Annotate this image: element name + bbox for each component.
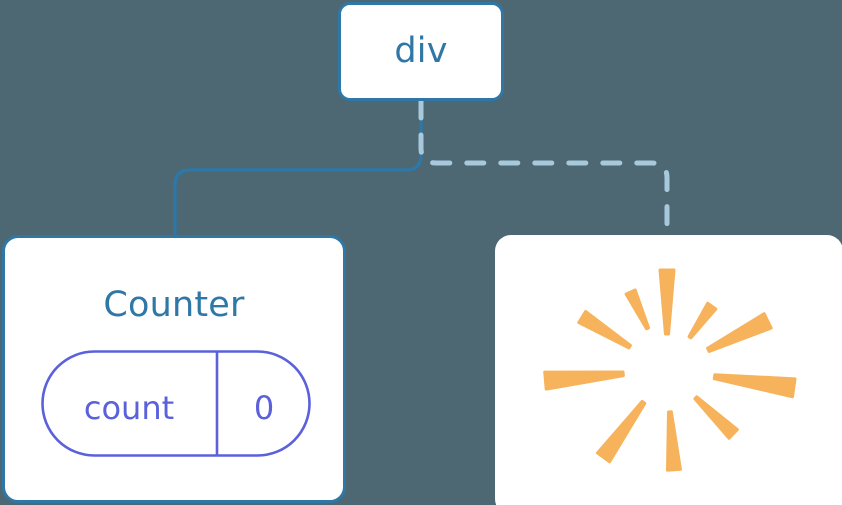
burst-ray-7 bbox=[543, 370, 625, 391]
edge-div-to-burst bbox=[418, 98, 670, 240]
state-pill-key: count bbox=[83, 389, 175, 427]
node-burst[interactable] bbox=[495, 235, 842, 505]
state-pill-value: 0 bbox=[253, 389, 275, 427]
burst-ray-4 bbox=[693, 395, 739, 440]
node-div-label: div bbox=[394, 31, 448, 71]
node-counter[interactable]: Counter bbox=[2, 235, 346, 503]
burst-ray-6 bbox=[595, 399, 647, 464]
burst-ray-3 bbox=[712, 373, 797, 399]
burst-ray-1 bbox=[687, 301, 718, 340]
burst-ray-0 bbox=[658, 268, 676, 336]
node-counter-label: Counter bbox=[103, 285, 245, 325]
burst-ray-2 bbox=[706, 312, 773, 353]
burst-ray-8 bbox=[577, 309, 632, 350]
node-div[interactable]: div bbox=[338, 2, 504, 101]
sparkle-burst-icon bbox=[543, 268, 797, 472]
edge-div-to-counter bbox=[173, 99, 423, 239]
state-pill-icon bbox=[41, 350, 311, 457]
burst-ray-group bbox=[543, 268, 797, 472]
burst-ray-5 bbox=[665, 410, 682, 472]
state-pill[interactable]: count 0 bbox=[41, 350, 311, 457]
burst-ray-9 bbox=[624, 288, 651, 331]
